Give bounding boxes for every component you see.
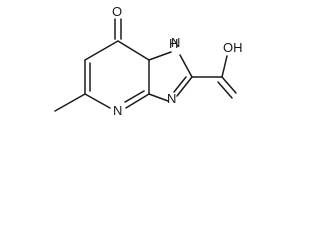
bond-cooh-o — [221, 76, 237, 94]
bond-c5-n4 — [84, 93, 111, 109]
n-bottom-left-label: N — [113, 103, 122, 118]
bond-n4-c3a-double — [124, 90, 145, 103]
n-bottom-right-label: N — [167, 91, 176, 106]
bond-cooh-o-double — [217, 81, 233, 99]
bond-n8-c7 — [117, 40, 150, 61]
bond-c5-methyl — [54, 93, 86, 112]
bond-n1-c2 — [179, 54, 193, 78]
bond-c2-n3 — [176, 76, 193, 97]
bond-n8-n1 — [148, 51, 172, 61]
bond-n3-c3a — [148, 93, 169, 102]
carbonyl-oxygen-label: O — [112, 4, 122, 19]
n-top-label: N — [171, 35, 180, 50]
bond-c2-n3-double — [173, 76, 187, 93]
bond-c7-c6 — [84, 40, 119, 61]
bond-n4-c3a — [125, 93, 150, 109]
chemical-structure: O H N OH N N — [54, 4, 243, 118]
bond-cooh-oh — [221, 55, 228, 78]
nh-hydrogen-label: H — [169, 36, 178, 51]
hydroxyl-label: OH — [223, 40, 243, 55]
